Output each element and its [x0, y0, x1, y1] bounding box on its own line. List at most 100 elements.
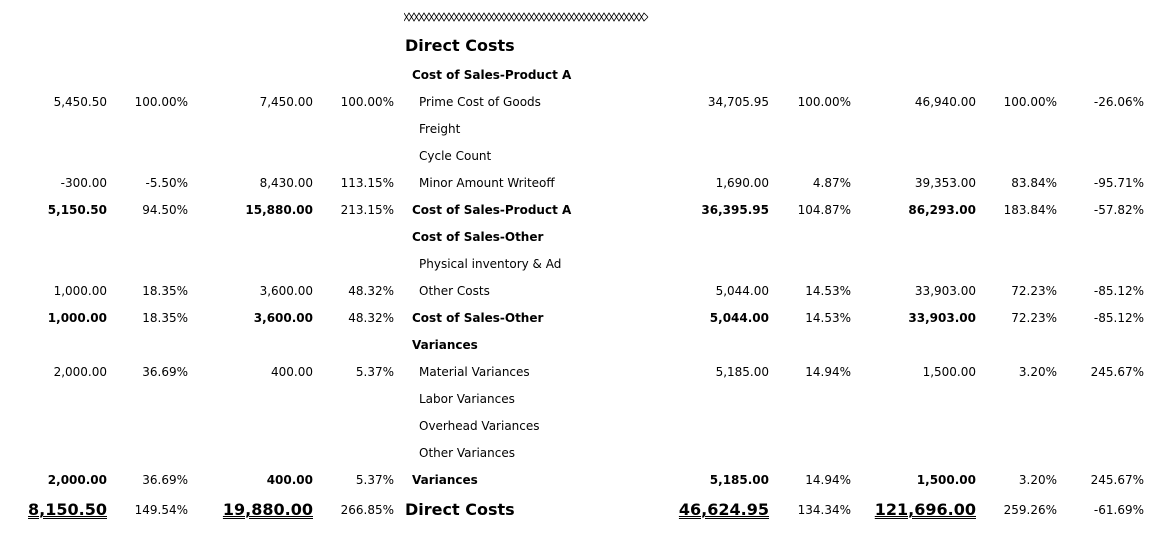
value-c2: 100.00%: [134, 95, 188, 109]
value-c7: 34,705.95: [707, 95, 769, 109]
account-row: Physical inventory & Ad: [0, 251, 1166, 278]
row-label: Cost of Sales-Product A: [412, 68, 572, 82]
account-row: Freight: [0, 116, 1166, 143]
total-value-c2: 149.54%: [134, 503, 188, 517]
value-c2: 18.35%: [142, 284, 188, 298]
account-row: Overhead Variances: [0, 413, 1166, 440]
value-c9: 46,940.00: [914, 95, 976, 109]
value-c1: 2,000.00: [47, 473, 107, 487]
value-c9: 1,500.00: [922, 365, 976, 379]
value-c4: 5.37%: [355, 473, 394, 487]
value-c11: 245.67%: [1090, 365, 1144, 379]
total-value-c9: 121,696.00: [874, 500, 976, 519]
value-c10: 3.20%: [1018, 473, 1057, 487]
value-c7: 5,044.00: [709, 311, 769, 325]
value-c9: 33,903.00: [908, 311, 976, 325]
total-value-c8: 134.34%: [797, 503, 851, 517]
account-row: Labor Variances: [0, 386, 1166, 413]
value-c10: 100.00%: [1003, 95, 1057, 109]
total-value-c7: 46,624.95: [678, 500, 769, 519]
value-c11: -26.06%: [1093, 95, 1144, 109]
row-label: Other Costs: [419, 284, 490, 298]
value-c11: -57.82%: [1093, 203, 1144, 217]
row-label: Physical inventory & Ad: [419, 257, 562, 271]
value-c1: -300.00: [60, 176, 107, 190]
account-row: Minor Amount Writeoff -300.00 -5.50% 8,430.…: [0, 170, 1166, 197]
value-c11: -85.12%: [1093, 311, 1144, 325]
value-c2: 94.50%: [142, 203, 188, 217]
value-c10: 3.20%: [1018, 365, 1057, 379]
value-c2: -5.50%: [145, 176, 188, 190]
value-c7: 5,185.00: [715, 365, 769, 379]
value-c10: 72.23%: [1011, 311, 1057, 325]
row-label: Prime Cost of Goods: [419, 95, 541, 109]
value-c11: -85.12%: [1093, 284, 1144, 298]
value-c4: 213.15%: [340, 203, 394, 217]
row-label: Variances: [412, 338, 478, 352]
value-c7: 36,395.95: [701, 203, 769, 217]
value-c3: 400.00: [266, 473, 313, 487]
section-header-row: Cost of Sales-Other: [0, 224, 1166, 251]
total-label: Direct Costs: [405, 500, 515, 519]
row-label: Cost of Sales-Product A: [412, 203, 572, 217]
value-c8: 14.94%: [805, 473, 851, 487]
value-c1: 1,000.00: [53, 284, 107, 298]
value-c8: 4.87%: [812, 176, 851, 190]
row-label: Overhead Variances: [419, 419, 540, 433]
section-header-row: Cost of Sales-Product A: [0, 62, 1166, 89]
value-c3: 8,430.00: [259, 176, 313, 190]
value-c4: 48.32%: [348, 284, 394, 298]
row-label: Cycle Count: [419, 149, 492, 163]
value-c1: 1,000.00: [47, 311, 107, 325]
value-c3: 15,880.00: [245, 203, 313, 217]
value-c1: 5,450.50: [53, 95, 107, 109]
value-c4: 113.15%: [340, 176, 394, 190]
section-header-row: Variances: [0, 332, 1166, 359]
value-c10: 83.84%: [1011, 176, 1057, 190]
value-c9: 86,293.00: [908, 203, 976, 217]
value-c8: 104.87%: [797, 203, 851, 217]
total-value-c3: 19,880.00: [222, 500, 313, 519]
account-row: Cycle Count: [0, 143, 1166, 170]
value-c7: 5,044.00: [715, 284, 769, 298]
value-c4: 5.37%: [355, 365, 394, 379]
value-c3: 400.00: [271, 365, 313, 379]
row-label: Material Variances: [419, 365, 530, 379]
value-c1: 2,000.00: [53, 365, 107, 379]
value-c11: 245.67%: [1090, 473, 1144, 487]
row-label: Variances: [412, 473, 478, 487]
account-row: Material Variances 2,000.00 36.69% 400.00 5.…: [0, 359, 1166, 386]
row-label: Cost of Sales-Other: [412, 311, 544, 325]
value-c8: 14.53%: [805, 311, 851, 325]
value-c3: 3,600.00: [253, 311, 313, 325]
row-label: Minor Amount Writeoff: [419, 176, 555, 190]
zigzag-pattern: [404, 12, 649, 22]
total-value-c4: 266.85%: [340, 503, 394, 517]
value-c9: 39,353.00: [914, 176, 976, 190]
value-c9: 33,903.00: [914, 284, 976, 298]
value-c11: -95.71%: [1093, 176, 1144, 190]
value-c8: 14.53%: [805, 284, 851, 298]
value-c7: 5,185.00: [709, 473, 769, 487]
value-c4: 100.00%: [340, 95, 394, 109]
value-c7: 1,690.00: [715, 176, 769, 190]
subtotal-row: Variances 2,000.00 36.69% 400.00 5.37% 5,185.…: [0, 467, 1166, 494]
account-row: Prime Cost of Goods 5,450.50 100.00% 7,450.…: [0, 89, 1166, 116]
value-c3: 3,600.00: [259, 284, 313, 298]
value-c8: 100.00%: [797, 95, 851, 109]
value-c1: 5,150.50: [47, 203, 107, 217]
value-c2: 36.69%: [142, 473, 188, 487]
row-label: Cost of Sales-Other: [412, 230, 544, 244]
row-label: Other Variances: [419, 446, 515, 460]
value-c3: 7,450.00: [259, 95, 313, 109]
value-c2: 18.35%: [142, 311, 188, 325]
subtotal-row: Cost of Sales-Other 1,000.00 18.35% 3,600.0…: [0, 305, 1166, 332]
value-c2: 36.69%: [142, 365, 188, 379]
value-c4: 48.32%: [348, 311, 394, 325]
account-row: Other Variances: [0, 440, 1166, 467]
total-value-c11: -61.69%: [1093, 503, 1144, 517]
value-c9: 1,500.00: [916, 473, 976, 487]
value-c8: 14.94%: [805, 365, 851, 379]
value-c10: 72.23%: [1011, 284, 1057, 298]
